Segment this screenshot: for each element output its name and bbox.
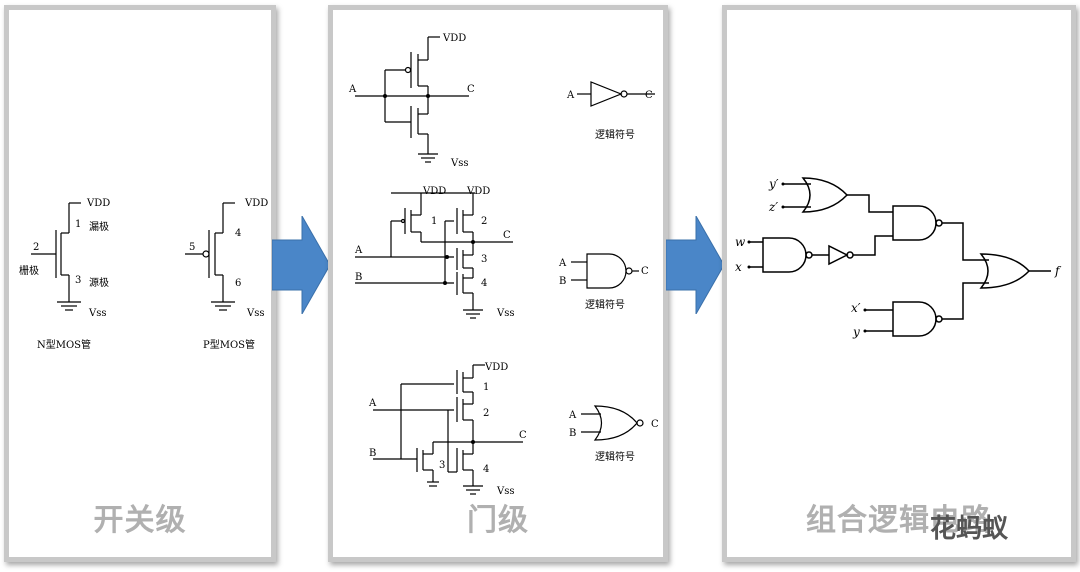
pmos-vdd-label: VDD (244, 198, 268, 209)
combinational-circuit-diagram: y′ z′ w x x′ y f (735, 177, 1062, 339)
nor-input-b: B (369, 448, 376, 459)
nor-t3: 3 (439, 460, 445, 471)
pmos-gate-num: 5 (189, 242, 195, 253)
input-z-prime: z′ (768, 200, 778, 214)
input-y-prime: y′ (768, 177, 779, 191)
input-w: w (735, 235, 746, 249)
nor-t1: 1 (483, 382, 489, 393)
nmos-vdd-label: VDD (86, 198, 110, 209)
inv-sym-input: A (566, 90, 575, 101)
nand-sym-a: A (558, 258, 567, 269)
pmos-vss-label: Vss (246, 308, 265, 319)
nor-symbol-caption: 逻辑符号 (595, 450, 635, 463)
gate-level-panel: VDD A C Vss A C 逻辑符号 VDD VDD 1 2 C 3 4 A… (328, 5, 668, 562)
nand-vdd-left: VDD (422, 186, 446, 197)
nor-t2: 2 (483, 408, 489, 419)
input-x: x (735, 260, 742, 274)
nmos-caption: N型MOS管 (37, 338, 91, 351)
inv-input-label: A (348, 84, 357, 95)
pmos-bottom-num: 6 (235, 278, 241, 289)
switch-level-title: 开关级 (93, 503, 187, 538)
inv-symbol-caption: 逻辑符号 (595, 128, 635, 141)
nor-output-label: C (519, 430, 527, 441)
nor-vss-label: Vss (496, 486, 515, 497)
nand-vdd-right: VDD (466, 186, 490, 197)
inv-vss-label: Vss (450, 158, 469, 169)
watermark-text: 花蚂蚁 (930, 514, 1009, 544)
nand-sym-output: C (641, 266, 649, 277)
nand-symbol-caption: 逻辑符号 (585, 298, 625, 311)
nmos-drain-label: 漏极 (89, 220, 109, 233)
inv-output-label: C (467, 84, 475, 95)
input-y: y (852, 325, 860, 339)
nor-sym-a: A (568, 410, 577, 421)
nand-input-a: A (354, 245, 363, 256)
nand-vss-label: Vss (496, 308, 515, 319)
nand-t4: 4 (481, 278, 487, 289)
cmos-gate-diagrams: VDD A C Vss A C 逻辑符号 VDD VDD 1 2 C 3 4 A… (348, 33, 659, 497)
nor-vdd-label: VDD (484, 362, 508, 373)
nmos-gate-label: 栅极 (19, 264, 39, 277)
input-x-prime: x′ (851, 301, 861, 315)
nand-input-b: B (355, 272, 362, 283)
nand-output-label: C (503, 230, 511, 241)
nand-t2: 2 (481, 216, 487, 227)
pmos-caption: P型MOS管 (203, 338, 255, 351)
nmos-vss-label: Vss (88, 308, 107, 319)
mos-transistor-diagrams: VDD 1 漏极 2 栅极 3 源极 Vss N型MOS管 VDD 4 5 6 … (19, 198, 268, 351)
nmos-drain-num: 1 (75, 219, 81, 230)
combinational-logic-title: 组合逻辑电路 (806, 503, 992, 538)
nmos-source-label: 源极 (89, 276, 109, 289)
pmos-top-num: 4 (235, 228, 241, 239)
nor-sym-b: B (569, 428, 576, 439)
output-f: f (1054, 264, 1062, 278)
nmos-gate-num: 2 (33, 242, 39, 253)
nor-input-a: A (368, 398, 377, 409)
nand-t3: 3 (481, 254, 487, 265)
combinational-logic-panel: y′ z′ w x x′ y f 组合逻辑电路 (722, 5, 1076, 562)
right-arrow-icon (666, 216, 725, 314)
nor-t4: 4 (483, 464, 489, 475)
gate-level-title: 门级 (467, 503, 529, 538)
inv-vdd-label: VDD (442, 33, 466, 44)
nand-sym-b: B (559, 276, 566, 287)
nmos-source-num: 3 (75, 275, 81, 286)
inv-sym-output: C (645, 90, 653, 101)
nor-sym-output: C (651, 419, 659, 430)
nand-t1: 1 (431, 216, 437, 227)
right-arrow-icon (272, 216, 331, 314)
switch-level-panel: VDD 1 漏极 2 栅极 3 源极 Vss N型MOS管 VDD 4 5 6 … (4, 5, 276, 562)
